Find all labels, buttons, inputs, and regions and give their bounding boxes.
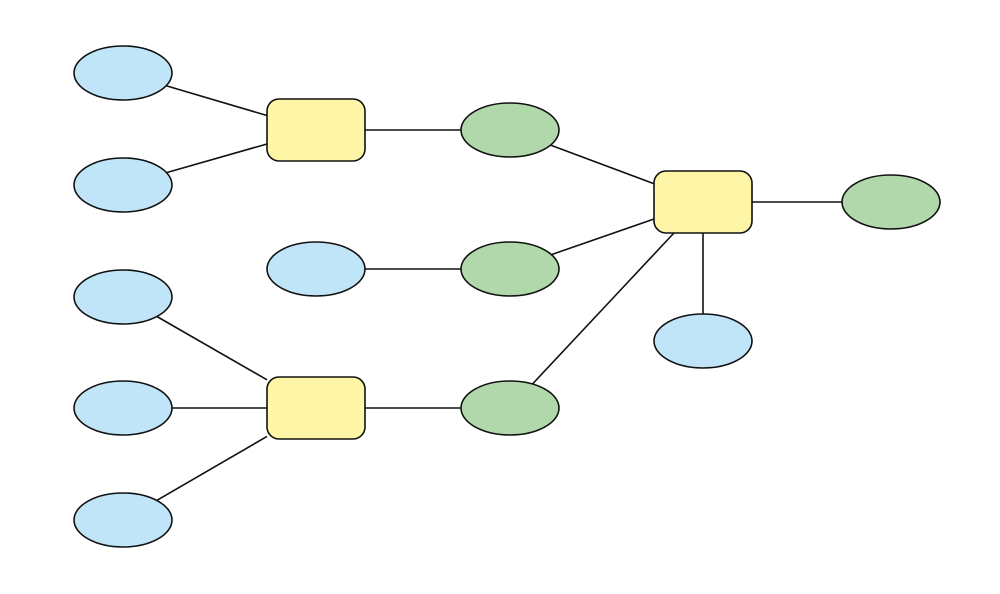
edge-b4-r2	[156, 315, 268, 381]
input-node-b7	[653, 313, 753, 369]
process-node-r2	[266, 376, 366, 440]
edge-g2-r3	[551, 218, 655, 256]
process-node-r1	[266, 98, 366, 162]
input-node-b6	[73, 492, 173, 548]
edge-g3-r3	[531, 232, 675, 385]
process-node-r3	[653, 170, 753, 234]
input-node-b3	[266, 241, 366, 297]
edge-layer	[156, 84, 842, 502]
edge-b6-r2	[156, 435, 268, 502]
input-node-b2	[73, 157, 173, 213]
input-node-b5	[73, 380, 173, 436]
edge-g1-r3	[550, 144, 655, 185]
output-node-g2	[460, 241, 560, 297]
output-node-g3	[460, 380, 560, 436]
node-layer	[73, 45, 941, 548]
input-node-b4	[73, 269, 173, 325]
output-node-g1	[460, 102, 560, 158]
input-node-b1	[73, 45, 173, 101]
output-node-g4	[841, 174, 941, 230]
edge-b1-r1	[165, 84, 268, 117]
edge-b2-r1	[166, 143, 268, 174]
